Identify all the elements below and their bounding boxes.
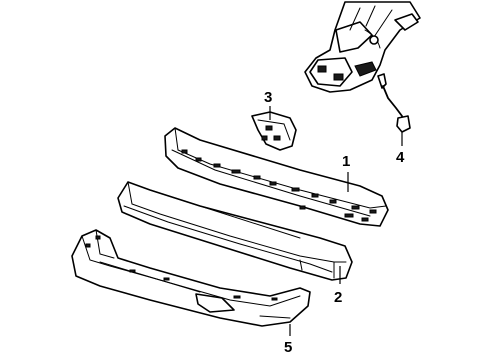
callout-4: 4	[396, 149, 405, 166]
leader-lines	[269, 106, 403, 336]
bumper-reinforcement	[164, 127, 389, 227]
bumper-cover	[71, 229, 311, 327]
callout-2: 2	[334, 289, 342, 306]
reinforcement-bolt-holes	[181, 149, 377, 222]
callout-3: 3	[264, 89, 272, 106]
bumper-face-bar	[117, 181, 353, 281]
cover-detail-marks	[85, 235, 278, 301]
bumper-bracket	[251, 111, 297, 151]
callout-1: 1	[342, 153, 350, 170]
frame-rail-assembly	[304, 1, 421, 93]
brace-rod	[377, 73, 411, 133]
callout-5: 5	[284, 339, 292, 356]
